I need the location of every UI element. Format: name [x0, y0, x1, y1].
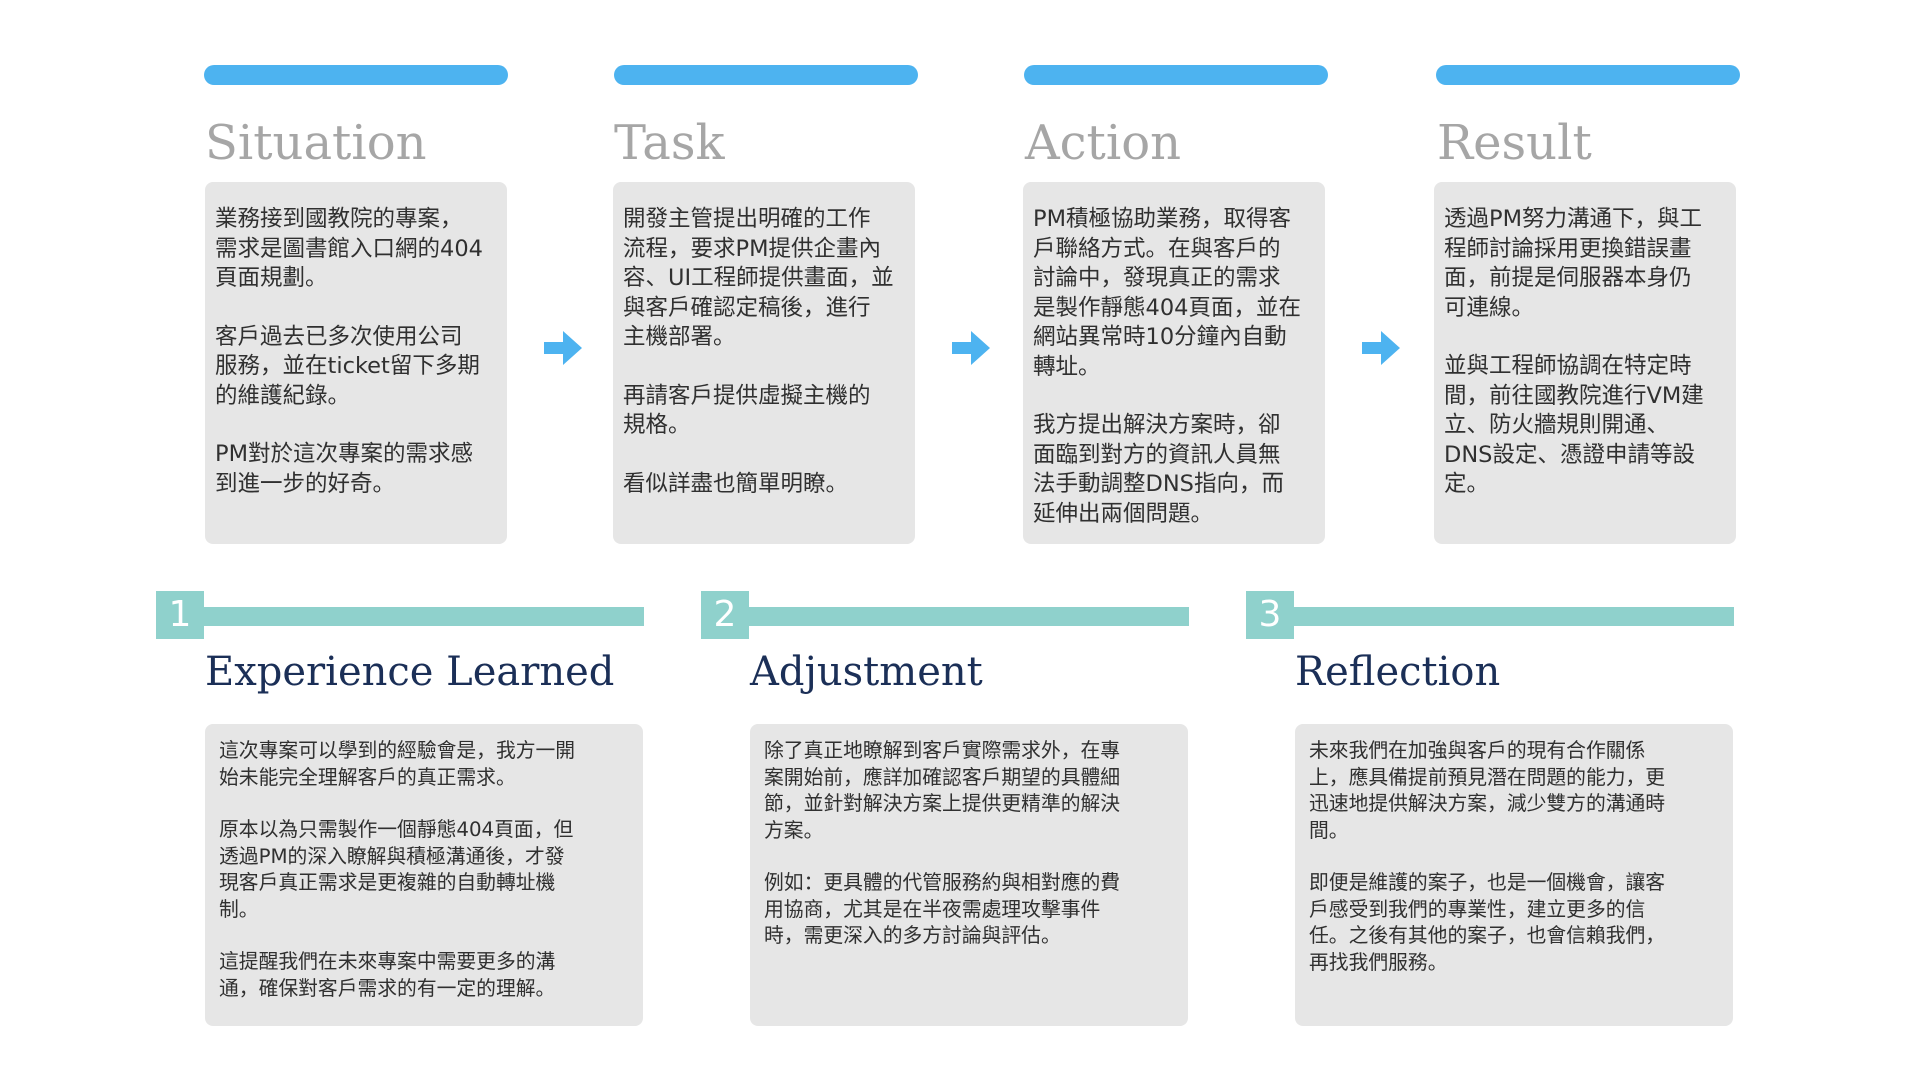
- experience-learned-paragraph: 這提醒我們在未來專案中需要更多的溝 通，確保對客戶需求的有一定的理解。: [219, 950, 556, 1000]
- reflection-card: 未來我們在加強與客戶的現有合作關係 上，應具備提前預見潛在問題的能力，更 迅速地…: [1295, 724, 1733, 1026]
- arrow-right-icon: [1362, 331, 1400, 365]
- result-accent-bar: [1436, 65, 1740, 85]
- step-number-badge: 1: [156, 591, 204, 639]
- step-accent-line: [749, 607, 1189, 626]
- task-title: Task: [614, 115, 725, 171]
- experience-learned-paragraph: 這次專案可以學到的經驗會是，我方一開 始未能完全理解客戶的真正需求。: [219, 739, 576, 789]
- result-title: Result: [1437, 115, 1592, 171]
- situation-paragraph: 客戶過去已多次使用公司 服務，並在ticket留下多期 的維護紀錄。: [215, 323, 480, 409]
- situation-accent-bar: [204, 65, 508, 85]
- experience-learned-card: 這次專案可以學到的經驗會是，我方一開 始未能完全理解客戶的真正需求。 原本以為只…: [205, 724, 643, 1026]
- action-title: Action: [1025, 115, 1181, 171]
- adjustment-title: Adjustment: [750, 649, 983, 695]
- experience-learned-paragraph: 原本以為只需製作一個靜態404頁面，但 透過PM的深入瞭解與積極溝通後，才發 現…: [219, 818, 574, 921]
- step-number-badge: 3: [1246, 591, 1294, 639]
- action-card: PM積極協助業務，取得客 戶聯絡方式。在與客戶的 討論中，發現真正的需求 是製作…: [1023, 182, 1325, 544]
- adjustment-paragraph: 除了真正地瞭解到客戶實際需求外，在專 案開始前，應詳加確認客戶期望的具體細 節，…: [764, 739, 1121, 842]
- reflection-paragraph: 未來我們在加強與客戶的現有合作關係 上，應具備提前預見潛在問題的能力，更 迅速地…: [1309, 739, 1666, 842]
- arrow-right-icon: [544, 331, 582, 365]
- situation-title: Situation: [205, 115, 427, 171]
- situation-paragraph: 業務接到國教院的專案， 需求是圖書館入口網的404 頁面規劃。: [215, 206, 483, 291]
- situation-paragraph: PM對於這次專案的需求感 到進一步的好奇。: [215, 441, 473, 497]
- task-paragraph: 看似詳盡也簡單明瞭。: [623, 470, 849, 497]
- step-accent-line: [1294, 607, 1734, 626]
- task-card: 開發主管提出明確的工作 流程，要求PM提供企畫內 容、UI工程師提供畫面，並 與…: [613, 182, 915, 544]
- adjustment-paragraph: 例如：更具體的代管服務約與相對應的費 用協商，尤其是在半夜需處理攻擊事件 時，需…: [764, 871, 1121, 947]
- adjustment-card: 除了真正地瞭解到客戶實際需求外，在專 案開始前，應詳加確認客戶期望的具體細 節，…: [750, 724, 1188, 1026]
- result-paragraph: 透過PM努力溝通下，與工 程師討論採用更換錯誤畫 面，前提是伺服器本身仍 可連線…: [1444, 206, 1702, 321]
- step-accent-line: [204, 607, 644, 626]
- result-card: 透過PM努力溝通下，與工 程師討論採用更換錯誤畫 面，前提是伺服器本身仍 可連線…: [1434, 182, 1736, 544]
- arrow-right-icon: [952, 331, 990, 365]
- situation-card: 業務接到國教院的專案， 需求是圖書館入口網的404 頁面規劃。 客戶過去已多次使…: [205, 182, 507, 544]
- result-paragraph: 並與工程師協調在特定時 間，前往國教院進行VM建 立、防火牆規則開通、 DNS設…: [1444, 353, 1704, 497]
- reflection-paragraph: 即便是維護的案子，也是一個機會，讓客 戶感受到我們的專業性，建立更多的信 任。之…: [1309, 871, 1666, 974]
- action-paragraph: 我方提出解決方案時，卻 面臨到對方的資訊人員無 法手動調整DNS指向，而 延伸出…: [1033, 412, 1284, 527]
- action-paragraph: PM積極協助業務，取得客 戶聯絡方式。在與客戶的 討論中，發現真正的需求 是製作…: [1033, 206, 1301, 380]
- action-accent-bar: [1024, 65, 1328, 85]
- step-number-badge: 2: [701, 591, 749, 639]
- task-accent-bar: [614, 65, 918, 85]
- reflection-title: Reflection: [1295, 649, 1501, 695]
- experience-learned-title: Experience Learned: [205, 649, 615, 695]
- task-paragraph: 開發主管提出明確的工作 流程，要求PM提供企畫內 容、UI工程師提供畫面，並 與…: [623, 206, 894, 350]
- task-paragraph: 再請客戶提供虛擬主機的 規格。: [623, 382, 871, 439]
